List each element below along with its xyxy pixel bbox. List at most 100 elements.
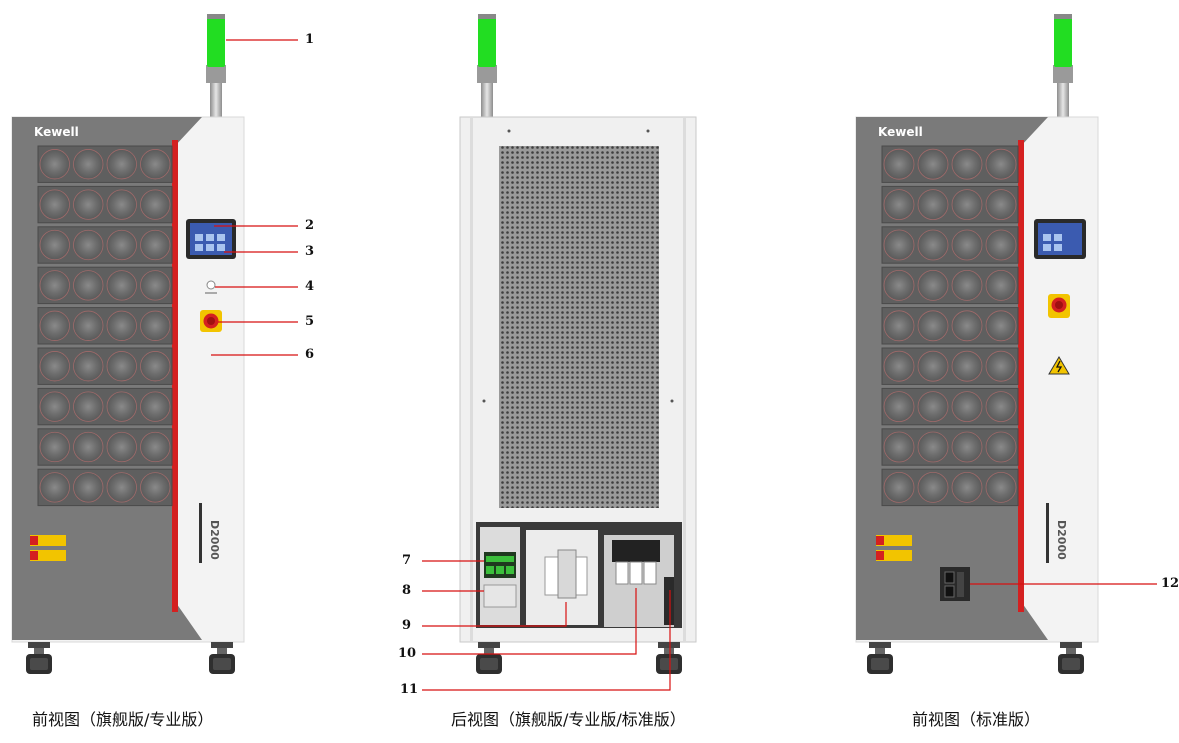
fan-module [37,226,173,264]
fan-icon [951,189,983,221]
fan-icon [73,310,104,341]
fan-icon [951,350,983,382]
fan-icon [39,391,70,422]
fan-module [881,347,1019,385]
fan-icon [917,229,949,261]
caption-rear-view: 后视图（旗舰版/专业版/标准版） [451,710,686,729]
fan-icon [883,229,915,261]
fan-icon [39,189,70,220]
fan-icon [106,149,137,180]
fan-icon [39,310,70,341]
fan-icon [917,189,949,221]
fan-icon [73,189,104,220]
fan-icon [39,270,70,301]
leader-9 [422,602,567,627]
fan-icon [883,391,915,423]
high-voltage-warning-icon [1048,356,1070,375]
fan-icon [883,350,915,382]
fan-icon [140,229,171,261]
fan-icon [951,431,983,463]
signal-beacon-icon [477,14,497,118]
fan-icon [140,351,171,382]
signal-beacon-icon [206,14,226,118]
fan-icon [39,351,70,382]
brand-logo: Kewell [34,125,79,139]
warning-labels [30,535,66,561]
fan-icon [140,391,171,422]
fan-icon [985,350,1017,382]
leader-lines [211,39,1157,691]
fan-icon [883,189,915,221]
fan-module [37,387,173,426]
fan-icon [985,310,1017,342]
fan-icon [39,472,70,503]
callout-11: 11 [400,682,419,697]
callout-8: 8 [402,583,412,598]
fan-icon [883,148,915,180]
fan-module [37,428,173,466]
callout-3: 3 [305,244,315,259]
fan-modules [881,145,1019,507]
terminal-block [484,552,516,578]
fan-icon [106,472,137,503]
fan-module [37,307,173,345]
red-accent-strip [172,140,178,612]
fan-module [881,266,1019,305]
fan-icon [39,229,70,261]
callout-10: 10 [398,646,417,661]
fan-icon [73,391,104,422]
fan-icon [106,189,137,220]
leader-11 [422,590,671,691]
fan-icon [73,229,104,261]
caster-wheel-icon [476,642,682,674]
callout-9: 9 [402,618,412,633]
fan-icon [951,148,983,180]
svg-text:D2000: D2000 [208,520,221,560]
fan-icon [73,431,104,463]
fan-icon [140,431,171,463]
fan-icon [73,351,104,382]
fan-modules [37,145,173,507]
fan-icon [140,149,171,180]
fan-icon [917,431,949,463]
svg-text:D2000: D2000 [1055,520,1068,560]
fan-icon [951,269,983,301]
fan-module [37,185,173,224]
fan-icon [985,431,1017,463]
fan-icon [106,431,137,463]
fan-module [37,266,173,305]
fan-icon [73,270,104,301]
model-label: D2000 [1046,503,1068,563]
callout-7: 7 [402,553,412,568]
touch-screen-icon [1034,219,1086,259]
fan-icon [917,310,949,342]
fan-module [881,428,1019,466]
leader-10 [422,588,637,655]
ventilation-grille [499,146,659,508]
key-switch-icon [205,280,217,294]
fan-icon [951,391,983,423]
model-label: D2000 [199,503,221,563]
fan-module [37,347,173,385]
fan-module [881,307,1019,345]
touch-screen-icon [186,219,236,259]
fan-icon [106,310,137,341]
fan-icon [951,229,983,261]
fan-icon [985,391,1017,423]
fan-icon [985,189,1017,221]
brand-logo: Kewell [878,125,923,139]
emergency-stop-icon [1048,294,1070,318]
fan-icon [883,310,915,342]
callout-6: 6 [305,347,315,362]
callout-1: 1 [305,32,315,47]
fan-icon [883,471,915,503]
fan-icon [985,229,1017,261]
fan-module [881,145,1019,183]
fan-module [881,468,1019,507]
fan-icon [917,350,949,382]
fan-icon [951,471,983,503]
warning-labels [876,535,912,561]
signal-beacon-icon [1053,14,1073,118]
front-view-standard: Kewell D2000 [855,14,1099,674]
fan-icon [106,351,137,382]
